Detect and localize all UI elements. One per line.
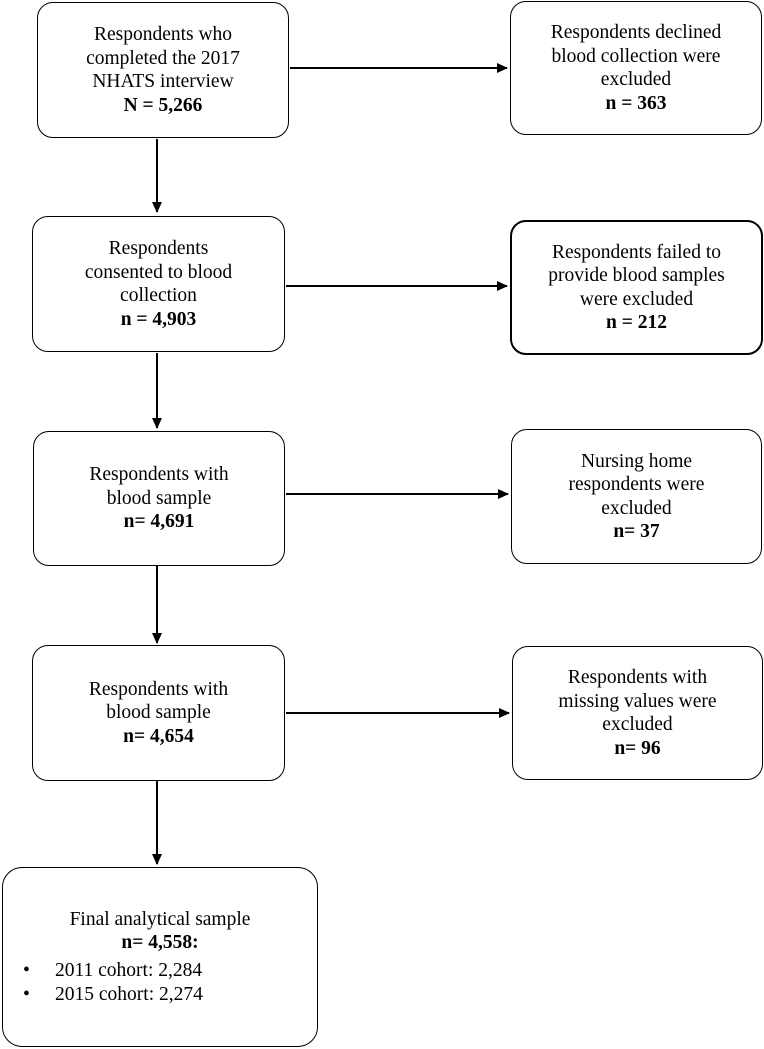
box-with-blood-sample-2: Respondents with blood sample n= 4,654 — [32, 645, 285, 781]
count-completed-interview: N = 5,266 — [123, 94, 203, 116]
box-with-blood-sample-1: Respondents with blood sample n= 4,691 — [33, 431, 285, 566]
bullet-icon: • — [23, 983, 30, 1005]
count-failed: n = 212 — [606, 312, 667, 333]
final-title: Final analytical sample — [69, 908, 251, 930]
cohort-item-2015: • 2015 cohort: 2,274 — [23, 983, 203, 1005]
count-declined: n = 363 — [605, 92, 667, 114]
count-missing-values: n= 96 — [614, 737, 661, 759]
bullet-icon: • — [23, 959, 30, 981]
box-final-analytical-sample: Final analytical sample n= 4,558: • 2011… — [2, 867, 318, 1047]
count-consented: n = 4,903 — [120, 308, 197, 330]
cohort-item-2011: • 2011 cohort: 2,284 — [23, 959, 203, 981]
box-completed-interview: Respondents who completed the 2017 NHATS… — [37, 2, 289, 138]
count-with-blood-sample-2: n= 4,654 — [123, 725, 194, 747]
box-nursing-home: Nursing home respondents were excluded n… — [511, 429, 762, 564]
count-nursing-home: n= 37 — [613, 521, 660, 542]
final-count: n= 4,558: — [121, 932, 199, 953]
cohort-list: • 2011 cohort: 2,284 • 2015 cohort: 2,27… — [3, 959, 317, 1007]
box-missing-values: Respondents with missing values were exc… — [512, 646, 763, 780]
count-with-blood-sample-1: n= 4,691 — [123, 511, 195, 533]
box-declined-blood-collection: Respondents declined blood collection we… — [510, 1, 762, 135]
box-consented: Respondents consented to blood collectio… — [32, 216, 285, 352]
box-failed-blood-samples: Respondents failed to provide blood samp… — [510, 220, 763, 355]
